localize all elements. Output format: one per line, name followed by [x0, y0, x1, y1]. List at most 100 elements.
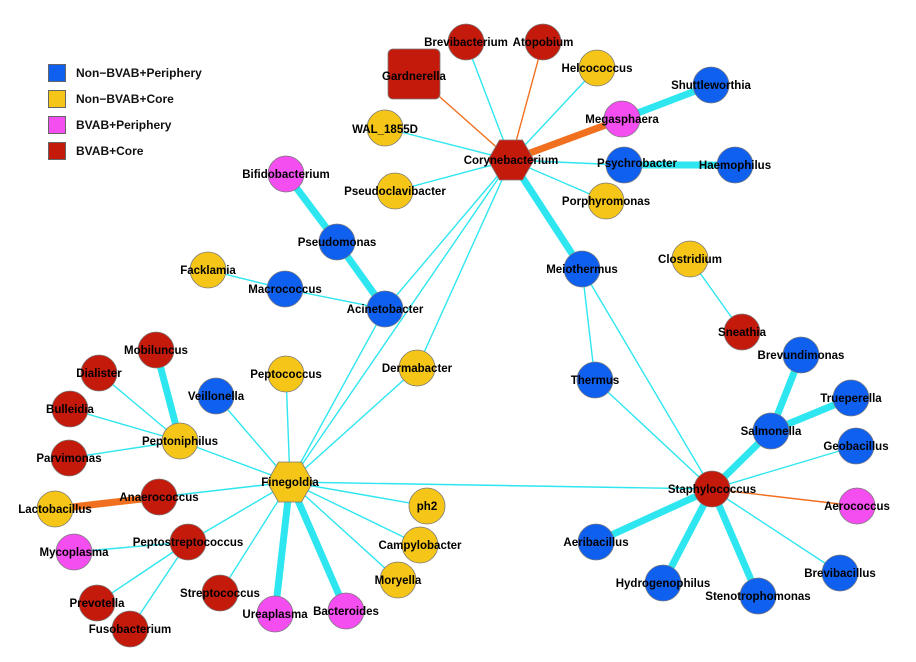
node-wal-1855d [366, 109, 404, 147]
node-salmonella [752, 412, 790, 450]
node-dermabacter [398, 349, 436, 387]
node-label-clostridium: Clostridium [658, 254, 722, 266]
node-label-wal-1855d: WAL_1855D [352, 124, 418, 136]
node-label-pseudomonas: Pseudomonas [298, 237, 377, 249]
node-label-salmonella: Salmonella [741, 426, 802, 438]
node-label-atopobium: Atopobium [513, 37, 574, 49]
node-prevotella [78, 584, 116, 622]
node-bulleidia [51, 390, 89, 428]
edge-corynebacterium-acinetobacter [384, 159, 512, 310]
edge-finegoldia-staphylococcus [289, 481, 713, 490]
node-shuttleworthia [692, 66, 730, 104]
node-brevundimonas [782, 336, 820, 374]
legend-label: Non−BVAB+Core [76, 92, 174, 106]
node-anaerococcus [140, 478, 178, 516]
edge-staphylococcus-stenotrophomonas [708, 485, 762, 600]
node-label-brevibacillus: Brevibacillus [804, 568, 876, 580]
legend-item-non-bvab-core: Non−BVAB+Core [48, 88, 202, 110]
node-macrococcus [266, 270, 304, 308]
node-label-thermus: Thermus [571, 375, 620, 387]
node-label-ph2: ph2 [417, 501, 437, 513]
node-label-brevibacterium: Brevibacterium [424, 37, 508, 49]
legend-label: Non−BVAB+Periphery [76, 66, 202, 80]
legend-item-bvab-periphery: BVAB+Periphery [48, 114, 202, 136]
node-label-finegoldia: Finegoldia [261, 477, 319, 489]
node-ph2 [408, 487, 446, 525]
node-veillonella [197, 377, 235, 415]
edge-ph2-finegoldia [289, 481, 428, 507]
node-label-acinetobacter: Acinetobacter [347, 304, 424, 316]
node-gardnerella [387, 48, 441, 100]
node-label-gardnerella: Gardnerella [382, 71, 447, 83]
node-label-stenotrophomonas: Stenotrophomonas [705, 591, 810, 603]
node-facklamia [189, 251, 227, 289]
edge-corynebacterium-finegoldia [289, 159, 512, 483]
node-sneathia [723, 313, 761, 351]
node-label-corynebacterium: Corynebacterium [464, 155, 559, 167]
edge-bacteroides-finegoldia [286, 478, 350, 615]
node-psychrobacter [605, 146, 643, 184]
node-label-mobiluncus: Mobiluncus [124, 345, 188, 357]
node-hydrogenophilus [644, 564, 682, 602]
node-aerococcus [838, 487, 876, 525]
node-peptococcus [267, 355, 305, 393]
node-label-dialister: Dialister [76, 368, 122, 380]
node-label-meiothermus: Meiothermus [546, 264, 618, 276]
node-label-pseudoclavibacter: Pseudoclavibacter [344, 186, 446, 198]
node-acinetobacter [366, 290, 404, 328]
node-brevibacillus [821, 554, 859, 592]
node-label-psychrobacter: Psychrobacter [597, 158, 677, 170]
node-label-peptococcus: Peptococcus [250, 369, 322, 381]
edge-parvimonas-peptoniphilus [68, 440, 181, 459]
node-label-prevotella: Prevotella [70, 598, 126, 610]
legend-swatch [48, 116, 66, 134]
edge-acinetobacter-finegoldia [289, 308, 386, 483]
node-streptococcus [201, 574, 239, 612]
edge-mycoplasma-peptostreptococcus [73, 541, 189, 553]
node-label-porphyromonas: Porphyromonas [562, 196, 650, 208]
legend-swatch [48, 142, 66, 160]
edge-meiothermus-thermus [581, 268, 596, 381]
node-label-helcococcus: Helcococcus [562, 63, 633, 75]
node-label-brevundimonas: Brevundimonas [758, 350, 845, 362]
node-label-bulleidia: Bulleidia [46, 404, 95, 416]
edge-geobacillus-staphylococcus [711, 445, 857, 490]
node-label-bifidobacterium: Bifidobacterium [242, 169, 330, 181]
node-label-fusobacterium: Fusobacterium [89, 624, 171, 636]
edge-staphylococcus-brevibacillus [711, 488, 841, 574]
node-label-peptostreptococcus: Peptostreptococcus [133, 537, 244, 549]
node-pseudomonas [318, 223, 356, 261]
node-atopobium [524, 23, 562, 61]
node-mobiluncus [137, 331, 175, 369]
node-fusobacterium [111, 610, 149, 648]
node-helcococcus [578, 49, 616, 87]
edge-dermabacter-finegoldia [289, 367, 418, 483]
node-label-anaerococcus: Anaerococcus [119, 492, 198, 504]
edge-staphylococcus-aeribacillus [592, 485, 716, 546]
legend-swatch [48, 90, 66, 108]
node-brevibacterium [447, 23, 485, 61]
node-label-trueperella: Trueperella [820, 393, 882, 405]
node-campylobacter [401, 526, 439, 564]
node-lactobacillus [36, 490, 74, 528]
node-label-dermabacter: Dermabacter [382, 363, 453, 375]
node-label-parvimonas: Parvimonas [36, 453, 101, 465]
node-label-streptococcus: Streptococcus [180, 588, 260, 600]
node-bacteroides [327, 592, 365, 630]
legend-label: BVAB+Periphery [76, 118, 172, 132]
node-stenotrophomonas [739, 577, 777, 615]
node-moryella [379, 561, 417, 599]
nodes-layer [36, 23, 876, 648]
node-dialister [80, 354, 118, 392]
legend-item-non-bvab-periphery: Non−BVAB+Periphery [48, 62, 202, 84]
node-megasphaera [603, 100, 641, 138]
node-label-campylobacter: Campylobacter [378, 540, 462, 552]
node-label-macrococcus: Macrococcus [248, 284, 322, 296]
edge-bulleidia-peptoniphilus [69, 408, 181, 442]
legend-swatch [48, 64, 66, 82]
node-parvimonas [50, 439, 88, 477]
node-meiothermus [563, 250, 601, 288]
node-corynebacterium [487, 139, 535, 181]
